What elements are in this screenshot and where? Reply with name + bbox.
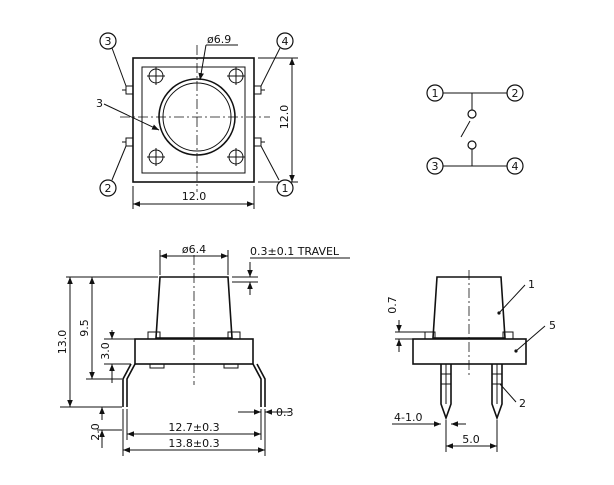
- top-dia-label: ø6.9: [207, 33, 231, 46]
- top-body-outline: [132, 57, 255, 183]
- side-stem: [155, 276, 233, 339]
- top-width-label: 12.0: [182, 190, 207, 203]
- top-pin-4-circle: [276, 32, 294, 50]
- end-pin-dim-label: 4-1.0: [394, 411, 422, 424]
- end-leader-2: [499, 383, 517, 403]
- sch-contact-top: [467, 109, 477, 119]
- sch-pin-3-circle: [426, 157, 444, 175]
- sch-pin-1-circle: [426, 84, 444, 102]
- schematic: 1 2 3 4: [426, 84, 524, 175]
- side-pin-thick-label: 0.3: [276, 406, 294, 419]
- sch-switch-arm: [460, 120, 471, 138]
- top-pin-stubs: [122, 85, 265, 147]
- sch-contact-bottom: [467, 140, 477, 150]
- end-label-1: 1: [528, 278, 535, 291]
- sch-pin-2-label: 2: [512, 87, 519, 100]
- top-corner-marks: [147, 67, 245, 166]
- top-view: ø6.9 3 12.0 12.0 3 4 2 1: [96, 32, 298, 209]
- top-inner-outline: [141, 66, 246, 174]
- end-leader-1: [498, 284, 526, 314]
- top-pin-1-label: 1: [282, 182, 289, 195]
- sch-pin-4-circle: [506, 157, 524, 175]
- end-stem: [432, 276, 506, 339]
- top-height-label: 12.0: [278, 105, 291, 130]
- top-button-leader-line: [103, 103, 160, 131]
- end-body: [412, 338, 527, 365]
- end-pin-left: [440, 364, 452, 421]
- top-pin-3-label: 3: [105, 35, 112, 48]
- sch-pin-4-label: 4: [512, 160, 519, 173]
- top-pin-2-circle: [99, 179, 117, 197]
- end-view: 0.7 1 5 2 4-1.0 5.0: [386, 270, 556, 452]
- end-label-2: 2: [519, 397, 526, 410]
- end-spacing-label: 5.0: [462, 433, 480, 446]
- sch-pin-1-label: 1: [432, 87, 439, 100]
- side-stem-height-label: 9.5: [78, 319, 91, 337]
- top-button-leader-label: 3: [96, 97, 103, 110]
- side-travel-label: 0.3±0.1 TRAVEL: [250, 245, 340, 258]
- end-label-5: 5: [549, 319, 556, 332]
- side-pin-len-label: 2.0: [89, 423, 102, 441]
- end-pin-right: [491, 364, 503, 421]
- top-dia-leader: [198, 44, 207, 81]
- side-pin-right: [252, 363, 262, 407]
- top-pin-2-label: 2: [105, 182, 112, 195]
- sch-pin-3-label: 3: [432, 160, 439, 173]
- side-view: ø6.4 0.3±0.1 TRAVEL 13.0 9.5 3.0 2.0 12.…: [56, 243, 350, 456]
- side-pin-left: [126, 363, 136, 407]
- side-body-height-label: 3.0: [99, 342, 112, 360]
- end-top-label: 0.7: [386, 296, 399, 314]
- end-leader-5: [515, 325, 546, 352]
- sch-pin-2-circle: [506, 84, 524, 102]
- top-pin-3-circle: [99, 32, 117, 50]
- side-total-height-label: 13.0: [56, 330, 69, 355]
- top-pin-4-label: 4: [282, 35, 289, 48]
- top-pin-1-circle: [276, 179, 294, 197]
- side-dia-label: ø6.4: [182, 243, 206, 256]
- side-pin-width-label: 13.8±0.3: [168, 437, 219, 450]
- side-pin-spacing-label: 12.7±0.3: [168, 421, 219, 434]
